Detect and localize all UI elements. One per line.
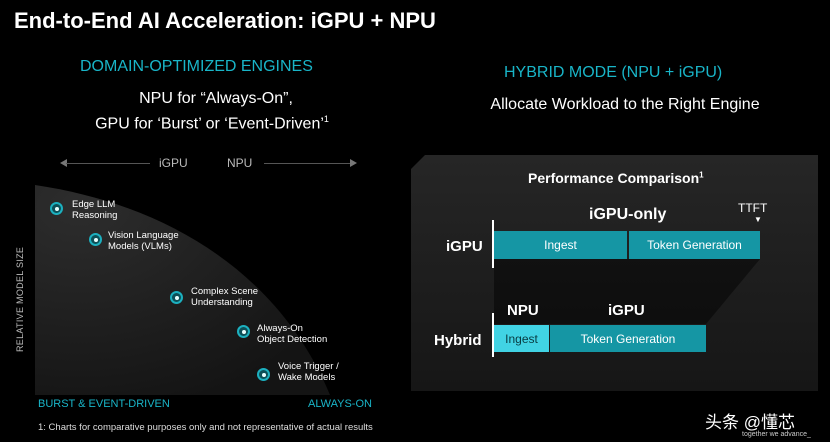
row-hybrid-divider (492, 313, 494, 357)
axis-line-left (66, 163, 150, 164)
axis-igpu-label: iGPU (159, 156, 188, 170)
row-igpu-divider (492, 220, 494, 268)
watermark-text: 头条 @懂芯 (705, 413, 795, 432)
left-subtitle-line1: NPU for “Always-On”, (139, 90, 293, 107)
point-label-vlms: Vision Language Models (VLMs) (108, 230, 179, 252)
y-axis-label: RELATIVE MODEL SIZE (15, 246, 25, 352)
point-marker-icon (170, 291, 183, 304)
projection-shape (494, 259, 760, 324)
igpu-head-label: iGPU (608, 302, 645, 319)
igpu-ingest-bar: Ingest (494, 231, 627, 259)
point-marker-icon (257, 368, 270, 381)
left-subtitle-line2: GPU for ‘Burst’ or ‘Event-Driven’1 (95, 114, 329, 133)
row-igpu-label: iGPU (446, 238, 483, 255)
right-subtitle: Allocate Workload to the Right Engine (490, 96, 760, 113)
arrow-left-icon (60, 159, 67, 167)
right-heading: HYBRID MODE (NPU + iGPU) (504, 64, 723, 81)
point-label-complex-scene: Complex Scene Understanding (191, 286, 259, 308)
watermark-sub: together we advance_ (742, 431, 811, 438)
axis-npu-label: NPU (227, 156, 253, 170)
panel-title: Performance Comparison1 (528, 170, 704, 186)
x-axis-right-label: ALWAYS-ON (308, 398, 372, 410)
igpu-only-label: iGPU-only (589, 206, 667, 223)
ttft-label: TTFT (738, 201, 768, 215)
ttft-arrow-icon: ▼ (754, 215, 762, 224)
point-marker-icon (89, 233, 102, 246)
point-marker-icon (237, 325, 250, 338)
plot-area (35, 185, 330, 395)
hybrid-ingest-bar: Ingest (494, 325, 549, 352)
footnote: 1: Charts for comparative purposes only … (38, 422, 373, 433)
left-heading: DOMAIN-OPTIMIZED ENGINES (80, 58, 313, 75)
slide-title: End-to-End AI Acceleration: iGPU + NPU (14, 8, 436, 33)
axis-line-right (264, 163, 350, 164)
point-label-edge-llm: Edge LLM Reasoning (72, 199, 118, 221)
igpu-token-gen-bar: Token Generation (629, 231, 760, 259)
npu-head-label: NPU (507, 302, 539, 319)
row-hybrid-label: Hybrid (434, 332, 482, 349)
x-axis-left-label: BURST & EVENT-DRIVEN (38, 398, 170, 410)
point-label-voice-trigger: Voice Trigger / Wake Models (278, 361, 339, 383)
arrow-right-icon (350, 159, 357, 167)
point-label-object-detection: Always-On Object Detection (257, 323, 328, 345)
hybrid-token-gen-bar: Token Generation (550, 325, 706, 352)
point-marker-icon (50, 202, 63, 215)
